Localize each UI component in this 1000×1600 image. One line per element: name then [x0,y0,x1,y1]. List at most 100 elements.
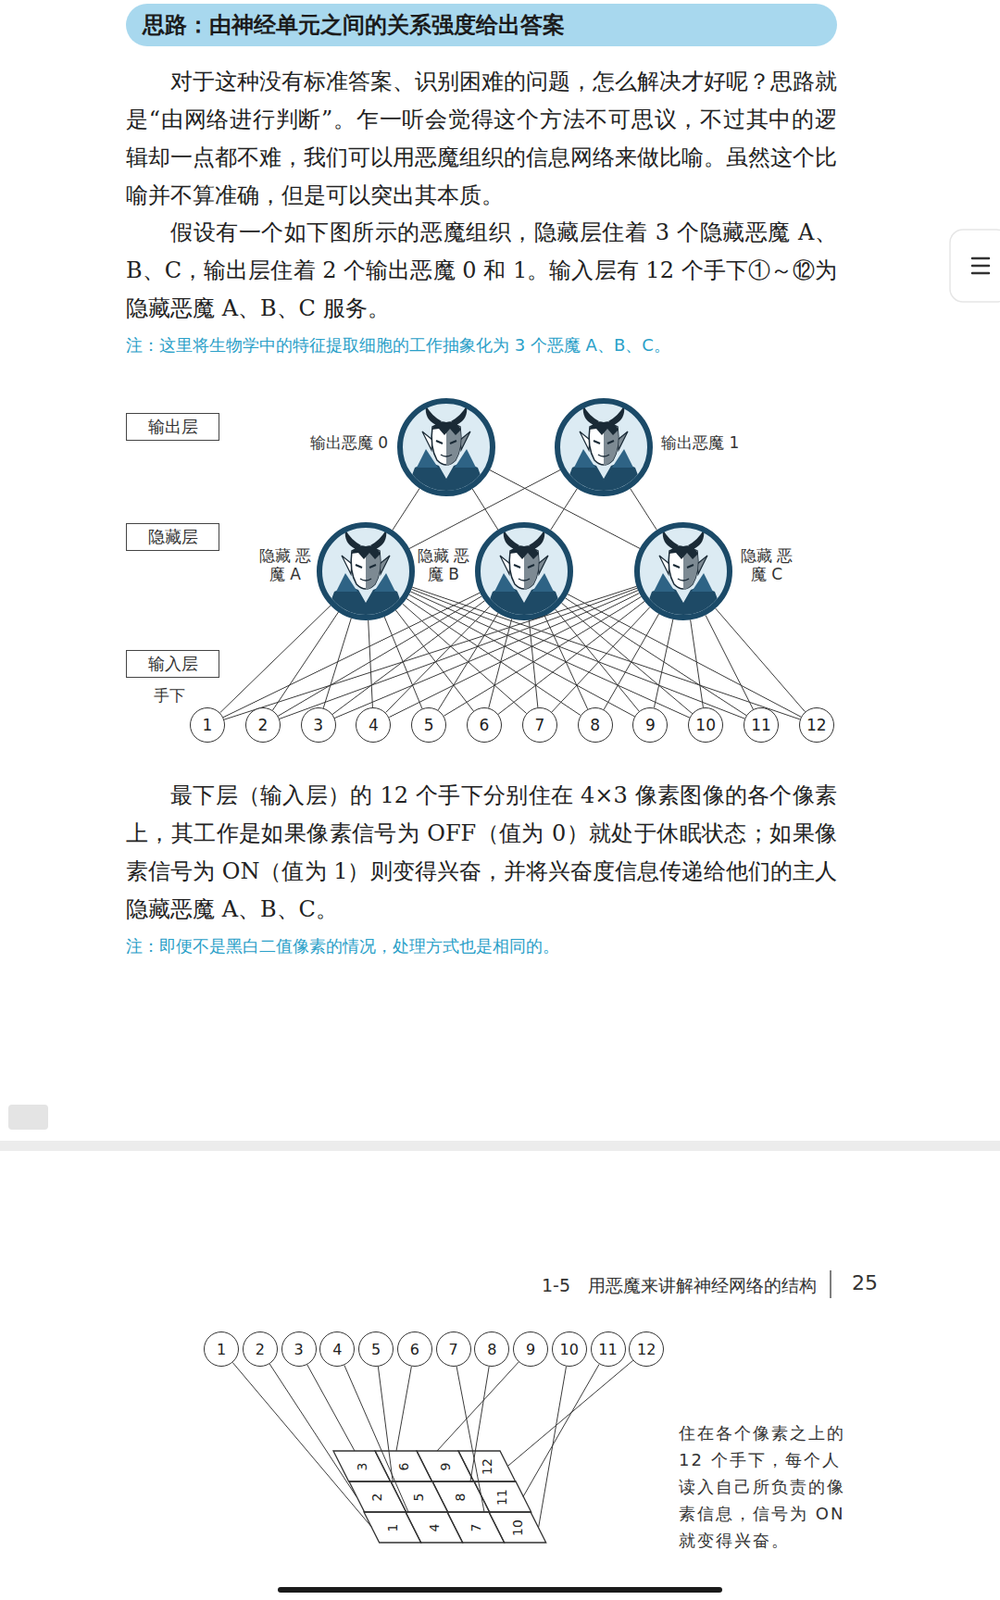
connector [323,618,351,709]
connector [489,470,640,550]
cell-border [349,1481,407,1513]
circle-number: 5 [371,1340,381,1359]
layer-name: 隐藏层 [148,525,199,549]
cell-border [474,1481,532,1513]
connector [307,1364,355,1451]
connector [523,1363,600,1497]
title-band: 思路：由神经单元之间的关系强度给出答案 [125,3,838,47]
input-neuron: 9 [632,707,668,743]
connector [567,594,801,718]
connector [561,602,692,714]
cell-number: 1 [385,1523,400,1532]
hidden-demon: 隐藏 恶魔 B [475,522,574,621]
circle-number: 3 [293,1340,303,1359]
connector [409,470,561,550]
scroll-tab [8,1104,49,1130]
cell-border [447,1512,505,1543]
connector [437,1362,519,1451]
circle-number: 7 [534,715,545,735]
connector [507,1360,633,1466]
menu-tab [950,229,1000,302]
cell-number: 3 [354,1462,370,1471]
connector [443,596,641,716]
cell-number: 5 [411,1492,426,1501]
connector [498,600,645,714]
subordinate-circle: 3 [281,1331,317,1367]
input-neuron: 10 [687,707,724,743]
circle-number: 6 [479,715,490,735]
connector [412,587,800,720]
circle-number: 11 [598,1340,617,1359]
input-neuron: 11 [743,707,779,743]
circle-number: 4 [332,1340,342,1359]
connector [232,1362,372,1528]
connector [368,620,374,708]
subordinate-circle: 12 [628,1331,664,1367]
home-bar [277,1587,723,1593]
cell-border [363,1512,422,1543]
connector [272,612,338,711]
connector [269,1363,357,1498]
connector [544,615,588,710]
paragraph: 对于这种没有标准答案、识别困难的问题，怎么解决才好呢？思路就是“由网络进行判断”… [125,62,838,215]
connector [396,1366,412,1451]
subordinate-circle: 4 [319,1331,355,1367]
pixel-cell: 10 [488,1512,547,1543]
connector [715,608,806,713]
pixel-cell: 12 [458,1450,516,1482]
demon-name: 隐藏 恶魔 A [258,546,313,584]
demon-figure [400,400,493,503]
connector [279,587,638,719]
subordinate-circle: 7 [436,1331,472,1367]
connector [410,591,690,718]
layer-caption: 手下 [153,685,186,706]
cell-number: 4 [426,1523,442,1532]
circle-number: 9 [525,1340,536,1359]
connector [630,488,658,531]
demon-figure [557,400,650,503]
demon-figure [637,525,730,627]
subordinate-circle: 6 [397,1331,433,1367]
subordinate-circle: 9 [512,1331,549,1367]
cell-number: 12 [479,1458,495,1475]
note: 注：即便不是黑白二值像素的情况，处理方式也是相同的。 [125,934,838,959]
paragraph: 假设有一个如下图所示的恶魔组织，隐藏层住着 3 个隐藏恶魔 A、B、C，输出层住… [125,213,838,328]
cell-border [333,1450,391,1482]
connector [332,600,486,715]
running-header: 1-5 用恶魔来讲解神经网络的结构 [541,1272,817,1299]
circle-number: 10 [695,715,716,735]
subordinate-circle: 5 [358,1331,394,1367]
circle-number: 7 [448,1340,458,1359]
connector [409,594,636,717]
circle-number: 1 [216,1340,226,1359]
input-neuron: 7 [522,707,558,743]
demon-name: 隐藏 恶魔 C [739,546,794,584]
page-break [0,1140,1000,1151]
connector [395,610,474,712]
connector [456,1366,485,1513]
cell-number: 8 [452,1492,468,1501]
circle-number: 2 [257,715,268,735]
cell-border [416,1450,475,1482]
cell-border [375,1450,433,1482]
subordinate-circle: 1 [203,1331,239,1367]
circle-number: 2 [255,1340,265,1359]
subordinate-circle: 2 [242,1331,278,1367]
cell-number: 7 [468,1523,484,1532]
input-neuron: 4 [355,707,391,743]
cell-border [432,1481,490,1513]
circle-number: 6 [410,1340,420,1359]
input-neuron: 5 [411,707,447,743]
connector [564,598,747,716]
connector [551,607,650,713]
layer-box: 输入层 [125,650,220,678]
input-neuron: 1 [189,707,225,743]
input-neuron: 3 [300,707,337,743]
circle-number: 12 [637,1340,656,1359]
cell-border [458,1450,516,1482]
output-demon: 输出恶魔 1 [554,398,653,497]
circle-number: 9 [645,715,656,735]
demon-name: 输出恶魔 1 [661,431,739,454]
